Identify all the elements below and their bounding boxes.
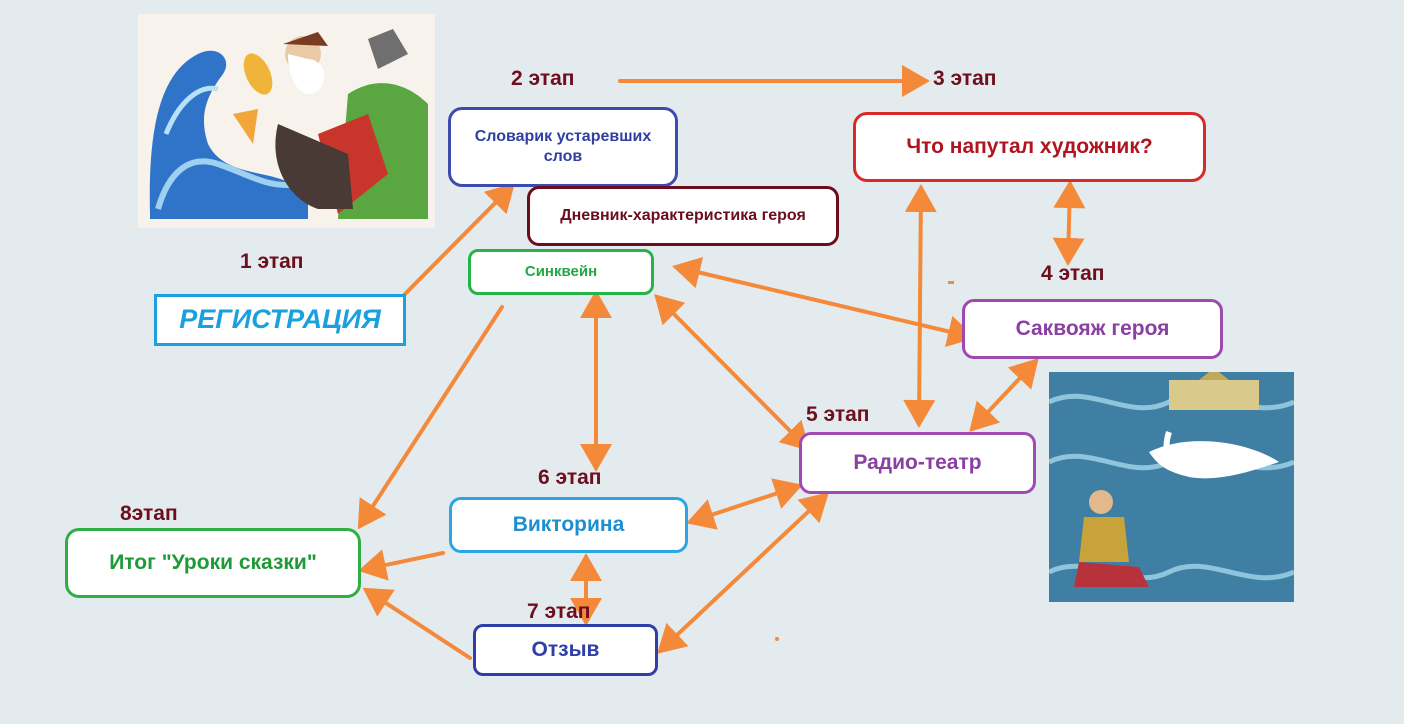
sinkwine-label: Синквейн	[524, 262, 598, 280]
arrow-artist-radio	[903, 184, 937, 428]
arrow-sinkwine-summary	[357, 305, 504, 530]
arrow-radio-review	[657, 492, 829, 654]
stray-dot	[775, 637, 779, 641]
arrow-quiz-summary	[358, 549, 445, 581]
quiz-label: Викторина	[512, 512, 625, 536]
stage-label-6: 6 этап	[538, 466, 602, 489]
summary-label: Итог "Уроки сказки"	[109, 550, 317, 574]
artist-label: Что напутал художник?	[906, 134, 1153, 158]
suitcase-label: Саквояж героя	[1015, 316, 1170, 340]
fairy-tale-illustration-bottom	[1049, 372, 1294, 602]
stage-label-4: 4 этап	[1041, 262, 1105, 285]
stage-label-1: 1 этап	[240, 250, 304, 273]
fairy-tale-illustration-top	[138, 14, 435, 228]
radio-theatre-label: Радио-театр	[853, 450, 982, 474]
registration-label: РЕГИСТРАЦИЯ	[179, 304, 381, 335]
dictionary-box: Словарик устаревших слов	[448, 107, 678, 187]
stage-label-7: 7 этап	[527, 600, 591, 623]
quiz-box: Викторина	[449, 497, 688, 553]
diary-box: Дневник-характеристика героя	[527, 186, 839, 246]
stage-label-8: 8этап	[120, 502, 178, 525]
arrow-review-summary	[362, 587, 472, 660]
dictionary-label: Словарик устаревших слов	[474, 128, 652, 165]
summary-box: Итог "Уроки сказки"	[65, 528, 361, 598]
stage-label-5: 5 этап	[806, 403, 870, 426]
sinkwine-box: Синквейн	[468, 249, 654, 295]
review-box: Отзыв	[473, 624, 658, 676]
arrow-sinkwine-radio	[654, 294, 810, 451]
registration-box: РЕГИСТРАЦИЯ	[154, 294, 406, 346]
arrow-registration-to-dictionary	[401, 183, 515, 298]
stage-label-3: 3 этап	[933, 67, 997, 90]
arrow-artist-suitcase	[1052, 180, 1086, 266]
arrow-sinkwine-suitcase	[672, 256, 976, 348]
diary-label: Дневник-характеристика героя	[560, 207, 806, 224]
suitcase-box: Саквояж героя	[962, 299, 1223, 359]
stray-dot	[948, 281, 954, 284]
arrow-suitcase-radio	[969, 358, 1039, 432]
arrow-radio-quiz	[686, 478, 803, 530]
stage-label-2: 2 этап	[511, 67, 575, 90]
review-label: Отзыв	[531, 637, 600, 661]
artist-box: Что напутал художник?	[853, 112, 1206, 182]
radio-theatre-box: Радио-театр	[799, 432, 1036, 494]
